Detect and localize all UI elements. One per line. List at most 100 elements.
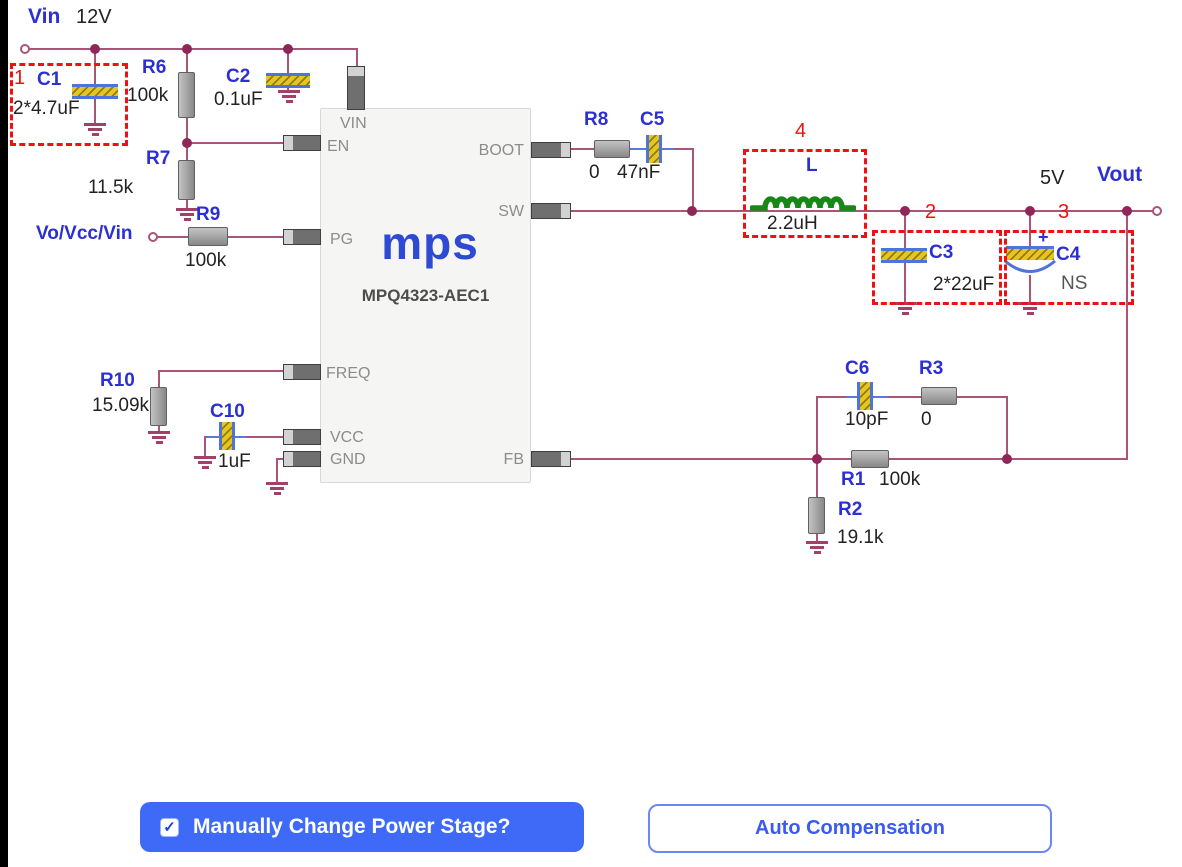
net-vo-vcc-vin-label: Vo/Vcc/Vin — [36, 223, 133, 244]
wire — [234, 436, 246, 438]
component-R10-value: 15.09k — [92, 395, 150, 416]
vout-terminal-icon — [1152, 206, 1162, 216]
pin-stub-vcc — [283, 429, 321, 445]
component-R7-value: 11.5k — [88, 177, 134, 198]
wire — [1007, 458, 1128, 460]
resistor-R2[interactable] — [808, 497, 825, 534]
pin-label-boot: BOOT — [478, 142, 524, 159]
wire — [155, 236, 190, 238]
annotation-2: 2 — [925, 201, 937, 223]
wire — [816, 533, 818, 541]
component-C4-polarity: + — [1038, 227, 1049, 247]
inductor-L[interactable] — [750, 184, 856, 214]
wire — [276, 458, 278, 482]
wire — [186, 142, 188, 162]
resistor-R10[interactable] — [150, 387, 167, 426]
annotation-4: 4 — [795, 120, 807, 142]
wire — [228, 236, 285, 238]
component-R2-ref: R2 — [838, 499, 863, 520]
wire — [186, 142, 285, 144]
component-R9-value: 100k — [185, 250, 227, 271]
net-vin-value: 12V — [76, 6, 112, 28]
capacitor-C5[interactable] — [646, 135, 662, 163]
capacitor-C3[interactable] — [881, 248, 927, 263]
wire — [206, 436, 219, 438]
pin-stub-fb — [531, 451, 571, 467]
component-R8-value: 0 — [589, 162, 600, 183]
capacitor-C1[interactable] — [72, 84, 118, 99]
component-R8-ref: R8 — [584, 109, 609, 130]
resistor-R3[interactable] — [921, 387, 957, 405]
component-R6-ref: R6 — [142, 57, 167, 78]
resistor-R1[interactable] — [851, 450, 889, 468]
pin-label-pg: PG — [330, 231, 354, 248]
annotation-3: 3 — [1058, 201, 1070, 223]
ic-body[interactable] — [320, 108, 531, 483]
component-C2-value: 0.1uF — [214, 89, 263, 110]
component-C10-value: 1uF — [218, 451, 251, 472]
ic-part-number: MPQ4323-AEC1 — [361, 286, 490, 305]
wire — [277, 458, 285, 460]
wire — [630, 148, 646, 150]
wire — [204, 436, 206, 456]
component-C4-ref: C4 — [1056, 244, 1081, 265]
component-C6-value: 10pF — [845, 409, 889, 430]
component-R2-value: 19.1k — [837, 527, 884, 548]
component-R6-value: 100k — [127, 85, 169, 106]
annotation-box-3 — [1004, 230, 1134, 305]
component-C5-ref: C5 — [640, 109, 665, 130]
annotation-1: 1 — [14, 67, 26, 89]
wire — [816, 396, 846, 398]
capacitor-C10[interactable] — [219, 422, 235, 450]
annotation-box-4 — [743, 149, 867, 238]
resistor-R8[interactable] — [594, 140, 630, 158]
pin-label-vcc: VCC — [330, 429, 364, 446]
component-C10-ref: C10 — [210, 401, 245, 422]
annotation-box-2 — [872, 230, 1002, 305]
resistor-R7[interactable] — [178, 160, 195, 200]
pin-stub-en — [283, 135, 321, 151]
manual-power-stage-button[interactable]: ✓ Manually Change Power Stage? — [140, 802, 584, 852]
capacitor-C4[interactable] — [1006, 246, 1054, 260]
power-stage-checkbox[interactable]: ✓ — [160, 817, 179, 837]
junction-dot — [283, 44, 293, 54]
wire — [957, 396, 1008, 398]
pin-label-vin: VIN — [340, 115, 367, 132]
ground-icon — [805, 541, 829, 554]
component-C1-ref: C1 — [37, 69, 62, 90]
pin-stub-pg — [283, 229, 321, 245]
component-C3-ref: C3 — [929, 242, 954, 263]
pin-label-sw: SW — [498, 203, 524, 220]
wire — [662, 148, 674, 150]
capacitor-C6[interactable] — [857, 382, 873, 410]
capacitor-C4-arc — [1004, 259, 1056, 273]
resistor-R9[interactable] — [188, 227, 228, 246]
wire — [889, 458, 1008, 460]
pin-stub-sw — [531, 203, 571, 219]
pin-label-en: EN — [327, 138, 350, 155]
vin-terminal-icon — [20, 44, 30, 54]
junction-dot — [90, 44, 100, 54]
wire — [569, 458, 818, 460]
junction-dot — [1122, 206, 1132, 216]
component-L-value: 2.2uH — [767, 213, 818, 234]
wire — [158, 370, 285, 372]
wire — [904, 263, 906, 302]
component-R1-value: 100k — [879, 469, 921, 490]
net-vout-label: Vout — [1097, 163, 1143, 186]
ground-icon — [277, 90, 301, 103]
wire — [186, 116, 188, 144]
wire — [887, 396, 921, 398]
pin-stub-boot — [531, 142, 571, 158]
wire — [1126, 210, 1128, 460]
wire — [94, 48, 96, 86]
auto-compensation-button[interactable]: Auto Compensation — [648, 804, 1052, 853]
capacitor-C2[interactable] — [266, 73, 310, 88]
wire — [818, 458, 851, 460]
pin-stub-vin — [347, 66, 365, 110]
ground-icon — [175, 208, 199, 221]
wire — [287, 48, 289, 74]
resistor-R6[interactable] — [178, 72, 195, 118]
wire — [287, 85, 289, 91]
